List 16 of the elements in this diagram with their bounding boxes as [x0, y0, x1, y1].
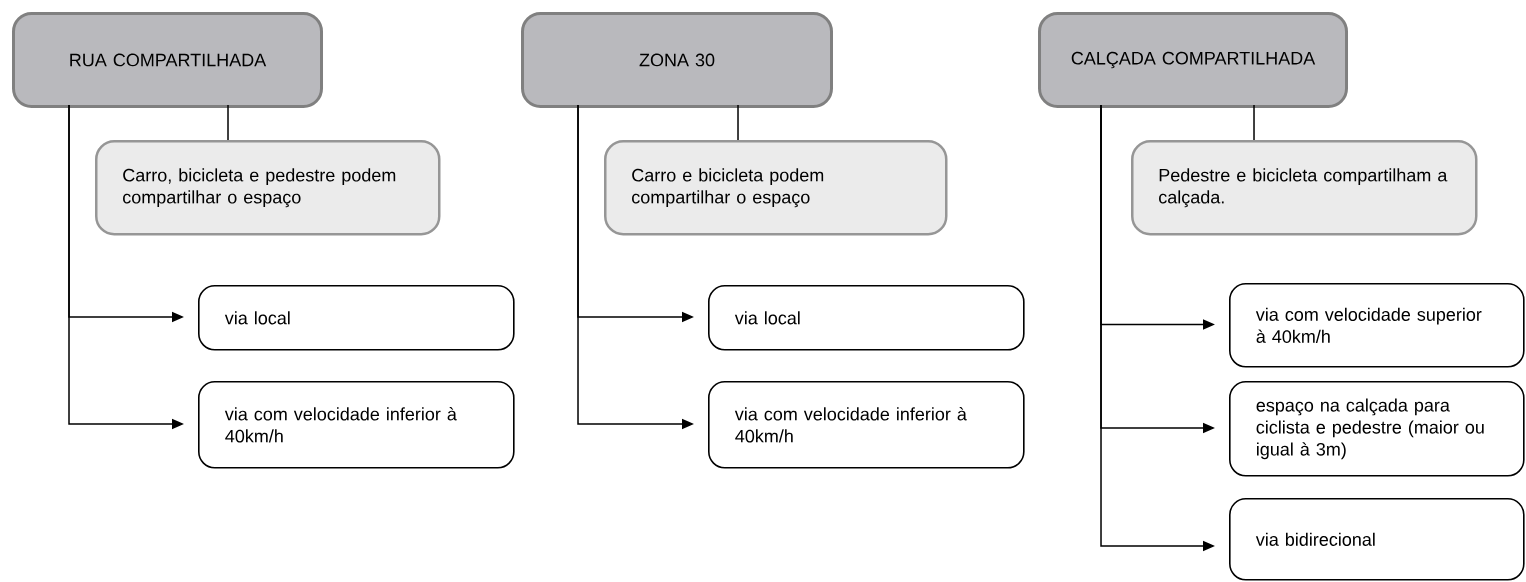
criterion-box: via com velocidade inferior à 40km/h: [198, 381, 515, 469]
connector-line: [737, 104, 739, 141]
criterion-box: via bidirecional: [1229, 498, 1525, 581]
head-box: RUA COMPARTILHADA: [12, 12, 323, 108]
criterion-box: via local: [198, 285, 515, 351]
connector-line: [1253, 104, 1255, 141]
connector-line: [227, 104, 229, 141]
description-box: Carro, bicicleta e pedestre podem compartilhar o espaço: [95, 140, 441, 236]
description-box: Pedestre e bicicleta compartilham a calçada.: [1131, 140, 1478, 236]
criterion-box: espaço na calçada para ciclista e pedestre (maior ou igual à 3m): [1229, 381, 1525, 477]
head-box: ZONA 30: [521, 12, 833, 108]
criterion-box: via local: [708, 285, 1025, 351]
description-box: Carro e bicicleta podem compartilhar o espaço: [604, 140, 948, 236]
head-box: CALÇADA COMPARTILHADA: [1038, 12, 1348, 108]
criterion-box: via com velocidade superior à 40km/h: [1229, 283, 1525, 368]
criterion-box: via com velocidade inferior à 40km/h: [708, 381, 1025, 469]
